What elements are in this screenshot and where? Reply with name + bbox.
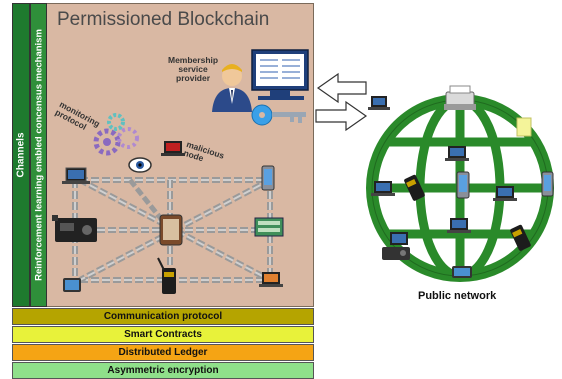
phone-icon bbox=[261, 165, 275, 191]
monitor-icon bbox=[251, 49, 309, 100]
tablet-icon bbox=[159, 214, 183, 246]
walkie-talkie-icon bbox=[510, 224, 531, 251]
laptop-icon bbox=[445, 146, 469, 161]
membership-label-line: provider bbox=[176, 73, 211, 83]
phone-icon bbox=[456, 171, 470, 199]
membership-label-line: Membership bbox=[168, 55, 219, 65]
eye-icon bbox=[128, 157, 152, 173]
laptop-icon bbox=[371, 181, 395, 196]
key-icon bbox=[251, 104, 306, 126]
gear-icon bbox=[93, 113, 139, 156]
membership-label-line: service bbox=[178, 64, 208, 74]
laptop-icon bbox=[161, 141, 185, 156]
printer-icon bbox=[444, 85, 476, 110]
phone-icon bbox=[63, 278, 81, 292]
layer-asymmetric-encryption: Asymmetric encryption bbox=[12, 362, 314, 379]
layer-smart-contracts: Smart Contracts bbox=[12, 326, 314, 343]
public-network-label: Public network bbox=[418, 290, 497, 302]
layer-communication-protocol: Communication protocol bbox=[12, 308, 314, 325]
phone-icon bbox=[541, 171, 554, 197]
arrow-icon bbox=[316, 72, 367, 104]
arrow-icon bbox=[315, 100, 368, 132]
phone-icon bbox=[452, 266, 472, 278]
laptop-icon bbox=[493, 186, 517, 201]
sticky-note-icon bbox=[516, 117, 532, 137]
laptop-icon bbox=[259, 272, 283, 287]
laptop-icon bbox=[390, 232, 408, 245]
user-icon bbox=[212, 64, 252, 112]
layer-distributed-ledger: Distributed Ledger bbox=[12, 344, 314, 361]
laptop-icon bbox=[368, 96, 390, 110]
membership-label: Membership service provider bbox=[168, 56, 218, 83]
walkie-talkie-icon bbox=[157, 257, 176, 294]
rl-consensus-strip: Reinforcement learning enabled concensus… bbox=[30, 3, 47, 307]
blockchain-title: Permissioned Blockchain bbox=[57, 9, 270, 30]
walkie-talkie-icon bbox=[404, 174, 425, 201]
laptop-icon bbox=[62, 167, 90, 184]
channels-strip: Channels bbox=[12, 3, 30, 307]
router-icon bbox=[254, 217, 284, 237]
radio-icon bbox=[382, 247, 410, 260]
laptop-icon bbox=[447, 218, 471, 233]
radio-icon bbox=[52, 215, 97, 242]
